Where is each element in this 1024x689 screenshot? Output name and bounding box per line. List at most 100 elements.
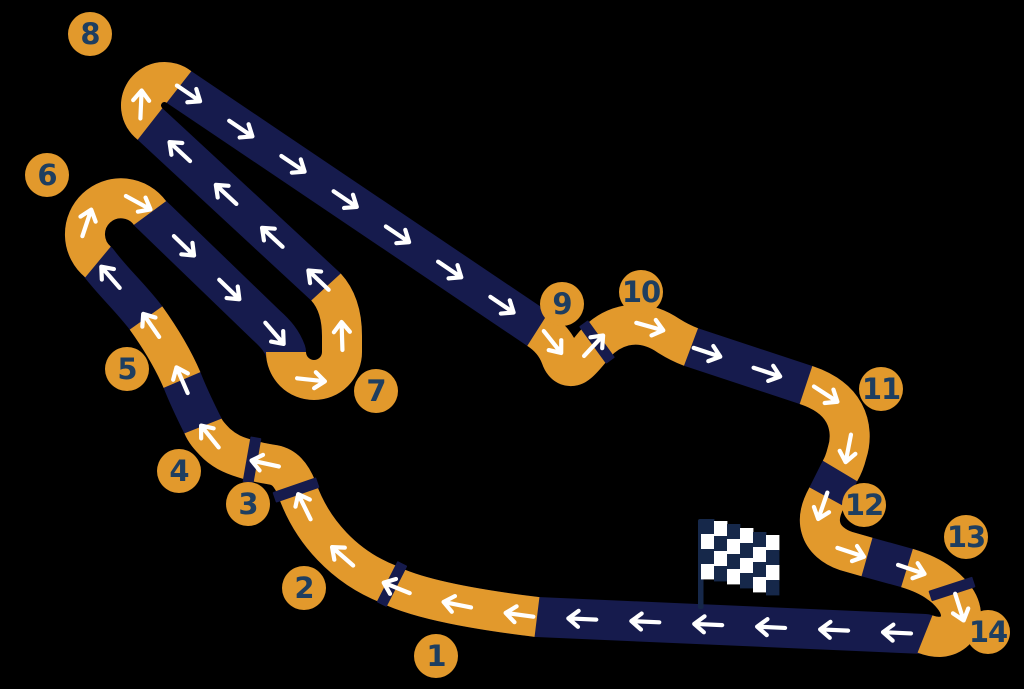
arrow-glyph <box>541 328 564 356</box>
sector-separator-2 <box>272 477 320 503</box>
corner-badge-5: 5 <box>105 347 149 391</box>
flag-check-cell <box>753 532 767 548</box>
flag-check-cell <box>727 569 741 585</box>
flag-check-cell <box>766 580 780 596</box>
flag-check-cell <box>701 534 715 550</box>
direction-arrow-icon <box>140 311 162 339</box>
arrow-glyph <box>811 490 832 522</box>
arrow-glyph <box>837 432 858 465</box>
arrow-glyph <box>634 317 666 338</box>
direction-arrow-icon <box>213 182 239 207</box>
corner-number: 12 <box>845 488 883 522</box>
corner-number: 11 <box>862 372 900 406</box>
arrow-glyph <box>331 189 359 211</box>
arrow-glyph <box>217 277 242 302</box>
direction-arrow-icon <box>837 432 858 465</box>
arrow-glyph <box>811 384 840 406</box>
direction-arrow-icon <box>171 233 197 258</box>
corner-badge-circle <box>842 483 886 527</box>
flag-check-cell <box>714 521 728 537</box>
direction-arrow-icon <box>383 224 412 246</box>
flag-check-cell <box>740 558 754 574</box>
arrow-glyph <box>566 608 599 629</box>
arrow-glyph <box>835 543 867 564</box>
flag-check-cell <box>727 539 741 555</box>
direction-arrow-icon <box>895 561 927 581</box>
corner-number: 7 <box>366 374 385 408</box>
arrow-glyph <box>259 225 285 249</box>
direction-arrow-icon <box>174 83 203 105</box>
corner-badge-2: 2 <box>282 566 326 610</box>
corner-badge-1: 1 <box>414 634 458 678</box>
arrow-glyph <box>751 363 783 384</box>
flag-check-cell <box>714 551 728 567</box>
arrow-glyph <box>78 207 98 239</box>
corner-badge-13: 13 <box>944 515 988 559</box>
direction-arrow-icon <box>249 452 281 473</box>
direction-arrow-icon <box>279 153 307 175</box>
direction-arrow-icon <box>950 591 971 623</box>
flag-check-cell <box>701 519 715 535</box>
direction-arrow-icon <box>629 611 662 632</box>
arrow-glyph <box>99 264 122 290</box>
arrow-glyph <box>123 193 153 214</box>
flag-check-cell <box>740 528 754 544</box>
arrow-glyph <box>227 118 255 140</box>
arrow-glyph <box>581 333 606 359</box>
corner-badge-10: 10 <box>619 270 663 314</box>
corner-badge-9: 9 <box>540 282 584 326</box>
direction-arrow-icon <box>171 365 190 396</box>
corner-number: 10 <box>622 275 660 309</box>
corner-number: 6 <box>37 158 56 192</box>
direction-arrows <box>78 83 971 643</box>
direction-arrow-icon <box>131 88 152 121</box>
flag-check-cell <box>701 564 715 580</box>
corner-badge-7: 7 <box>354 369 398 413</box>
arrow-glyph <box>331 319 352 353</box>
corner-number: 13 <box>947 520 985 554</box>
flag-check-cell <box>753 547 767 563</box>
arrow-glyph <box>279 153 307 175</box>
arrow-glyph <box>755 617 788 638</box>
flag-check-cell <box>753 577 767 593</box>
finish-flag-icon <box>698 519 780 609</box>
corner-badge-6: 6 <box>25 153 69 197</box>
corner-number: 5 <box>117 352 136 386</box>
arrow-glyph <box>249 452 281 473</box>
direction-arrow-icon <box>217 277 242 302</box>
arrow-glyph <box>293 492 313 522</box>
corner-badge-3: 3 <box>226 482 270 526</box>
arrow-glyph <box>629 611 662 632</box>
corner-badge-circle <box>859 367 903 411</box>
direction-arrow-icon <box>566 608 599 629</box>
corner-badge-circle <box>966 610 1010 654</box>
direction-arrow-icon <box>692 614 725 635</box>
arrow-glyph <box>263 320 286 346</box>
direction-arrow-icon <box>751 363 783 384</box>
direction-arrow-icon <box>811 384 840 406</box>
flag-check-cell <box>766 550 780 566</box>
direction-arrow-icon <box>811 490 832 522</box>
direction-arrow-icon <box>331 319 352 353</box>
arrow-glyph <box>140 311 162 339</box>
direction-arrow-icon <box>78 207 98 239</box>
direction-arrow-icon <box>294 370 328 391</box>
direction-arrow-icon <box>634 317 666 338</box>
direction-arrow-icon <box>835 543 867 564</box>
corner-badge-circle <box>282 566 326 610</box>
corner-number: 4 <box>169 454 188 488</box>
corner-badge-circle <box>354 369 398 413</box>
corner-number: 9 <box>552 287 571 321</box>
flag-check-cell <box>766 535 780 551</box>
corner-badge-circle <box>157 449 201 493</box>
arrow-glyph <box>174 83 203 105</box>
direction-arrow-icon <box>541 328 564 356</box>
direction-arrow-icon <box>227 118 255 140</box>
corner-number: 8 <box>80 17 99 51</box>
corner-number: 2 <box>294 571 313 605</box>
direction-arrow-icon <box>880 622 914 643</box>
corner-badge-circle <box>105 347 149 391</box>
arrow-glyph <box>692 614 725 635</box>
flag-check-cell <box>714 566 728 582</box>
arrow-glyph <box>880 622 914 643</box>
